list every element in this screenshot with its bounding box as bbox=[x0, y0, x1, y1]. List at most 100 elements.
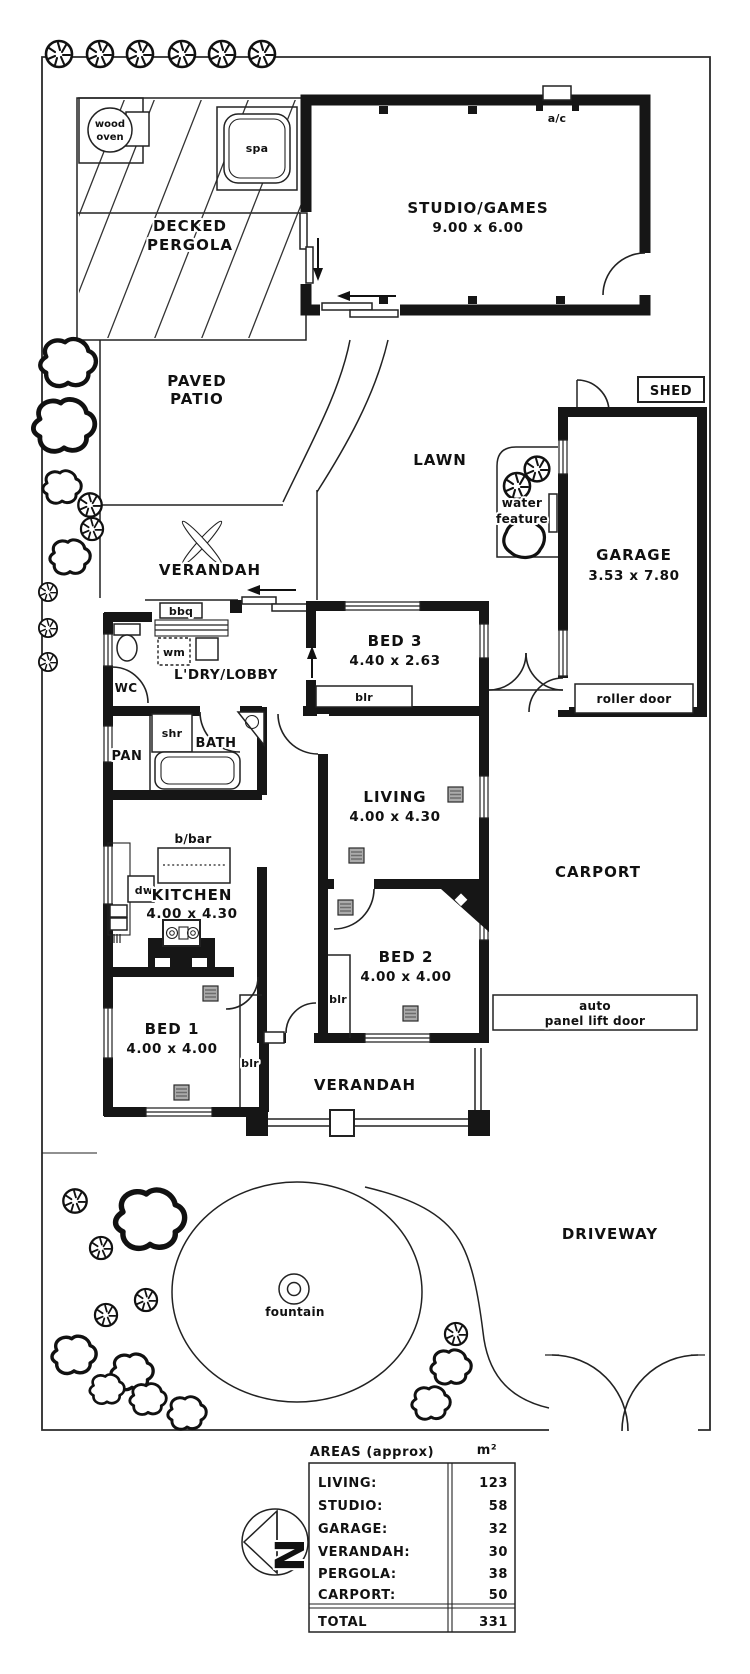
front-verandah: VERANDAH bbox=[246, 1048, 490, 1137]
bush-icon bbox=[410, 1385, 452, 1421]
bed1-robe: blr bbox=[239, 994, 262, 1107]
tree-icon bbox=[125, 39, 155, 69]
bed2-robe: blr bbox=[327, 954, 351, 1038]
window bbox=[102, 633, 114, 667]
backyard-pergola: wood oven spa DECKED PERGOLA bbox=[44, 39, 307, 341]
toilet-icon bbox=[113, 623, 141, 662]
slider-panel bbox=[321, 302, 373, 311]
wc-label: WC bbox=[115, 681, 138, 695]
slider-panel bbox=[305, 246, 314, 284]
driveway: fountain DRIVEWAY bbox=[50, 1181, 705, 1432]
bbq-box bbox=[159, 602, 203, 619]
areas-row-label: STUDIO: bbox=[318, 1499, 383, 1514]
patio-label-1: PAVED bbox=[167, 372, 227, 390]
studio-walls bbox=[300, 94, 651, 316]
living-dims: 4.00 x 4.30 bbox=[349, 809, 440, 825]
kitchen-label: KITCHEN bbox=[152, 886, 233, 904]
slider-panel bbox=[299, 212, 308, 250]
pan-label: PAN bbox=[111, 749, 142, 764]
areas-row-label: VERANDAH: bbox=[318, 1545, 410, 1560]
areas-total-value: 331 bbox=[479, 1615, 508, 1630]
verandah-post bbox=[329, 1109, 355, 1137]
areas-row-label: LIVING: bbox=[318, 1476, 377, 1491]
window bbox=[478, 623, 490, 659]
verandah-rear-label: VERANDAH bbox=[159, 561, 261, 579]
areas-row-label: PERGOLA: bbox=[318, 1567, 397, 1582]
garage-dims: 3.53 x 7.80 bbox=[588, 568, 679, 584]
areas-row-value: 38 bbox=[489, 1567, 508, 1582]
deck-boards bbox=[79, 100, 305, 338]
shed-box bbox=[637, 376, 705, 403]
compass-north-letter: N bbox=[268, 1538, 314, 1571]
bush-icon bbox=[40, 339, 96, 386]
bush-icon bbox=[48, 538, 92, 576]
verandah-post bbox=[468, 1110, 490, 1136]
fountain-label: fountain bbox=[265, 1305, 324, 1319]
bed3-robe-label: blr bbox=[355, 691, 373, 704]
areas-title: AREAS (approx) bbox=[310, 1445, 434, 1460]
entry-arrow-left bbox=[247, 585, 296, 595]
areas-row-label: GARAGE: bbox=[318, 1522, 388, 1537]
tree-icon bbox=[133, 1287, 159, 1313]
bush-icon bbox=[429, 1348, 473, 1386]
verandah-post bbox=[246, 1110, 268, 1136]
garage-shed: SHED roller door GARAGE 3.53 x 7.80 bbox=[528, 376, 707, 717]
svg-text:blr: blr bbox=[241, 1057, 259, 1070]
wood-oven-label-2: oven bbox=[96, 132, 123, 143]
areas-row-value: 58 bbox=[489, 1499, 508, 1514]
bed3-dims: 4.40 x 2.63 bbox=[349, 653, 440, 669]
property-boundary bbox=[41, 56, 711, 1431]
kitchen-bench bbox=[107, 842, 131, 943]
fountain-icon bbox=[278, 1273, 310, 1305]
bench bbox=[154, 619, 229, 637]
bush-icon bbox=[41, 469, 83, 505]
svg-text:blr: blr bbox=[329, 993, 347, 1006]
entry-arrow-up bbox=[307, 646, 317, 678]
water-feature: water feature bbox=[494, 446, 558, 560]
spa-label: spa bbox=[246, 142, 268, 155]
tree-icon bbox=[247, 39, 277, 69]
bush-icon bbox=[50, 1334, 98, 1376]
water-feature-label-1: water bbox=[502, 496, 542, 510]
auto-door-label-1: auto bbox=[579, 999, 611, 1013]
tree-icon bbox=[37, 617, 59, 639]
tree-icon bbox=[79, 516, 105, 542]
laundry-trough-icon bbox=[195, 637, 219, 661]
slider-panel bbox=[271, 603, 309, 612]
tree-icon bbox=[44, 39, 74, 69]
dw-label: dw bbox=[135, 884, 153, 897]
tree-icon bbox=[77, 492, 103, 518]
carport-label: CARPORT bbox=[555, 863, 641, 881]
window bbox=[145, 1106, 213, 1118]
water-feature-label-2: feature bbox=[496, 512, 548, 526]
bush-icon bbox=[116, 1190, 185, 1248]
slider-panel bbox=[349, 309, 399, 318]
driveway-label: DRIVEWAY bbox=[562, 1225, 658, 1243]
window bbox=[102, 1007, 114, 1059]
ac-label: a/c bbox=[548, 112, 567, 125]
garage-window bbox=[557, 629, 569, 677]
window bbox=[344, 600, 421, 612]
fireplace bbox=[148, 938, 215, 975]
vent-icon bbox=[173, 786, 464, 1101]
tree-icon bbox=[37, 581, 59, 603]
tree-icon bbox=[62, 1188, 88, 1214]
studio-label: STUDIO/GAMES bbox=[407, 199, 548, 217]
dishwasher-icon bbox=[127, 875, 155, 903]
areas-row-value: 50 bbox=[489, 1588, 508, 1603]
tree-icon bbox=[88, 1235, 114, 1261]
bed3-robe bbox=[315, 685, 413, 708]
ldry-label: L'DRY/LOBBY bbox=[174, 667, 278, 683]
auto-door-label-2: panel lift door bbox=[545, 1014, 646, 1028]
north-compass-icon: N bbox=[241, 1508, 316, 1576]
house: bbq wm WC L'DRY/LOBBY BED 3 4.40 x 2.63 … bbox=[102, 585, 490, 1118]
slider-panel bbox=[241, 596, 277, 605]
garage-label: GARAGE bbox=[596, 546, 672, 564]
areas-row-label: CARPORT: bbox=[318, 1588, 396, 1603]
spa-icon bbox=[223, 113, 291, 184]
verandah-front-label: VERANDAH bbox=[314, 1076, 416, 1094]
studio-pillars bbox=[379, 100, 579, 304]
carport: CARPORT auto panel lift door bbox=[488, 652, 698, 1031]
areas-row-value: 30 bbox=[489, 1545, 508, 1560]
